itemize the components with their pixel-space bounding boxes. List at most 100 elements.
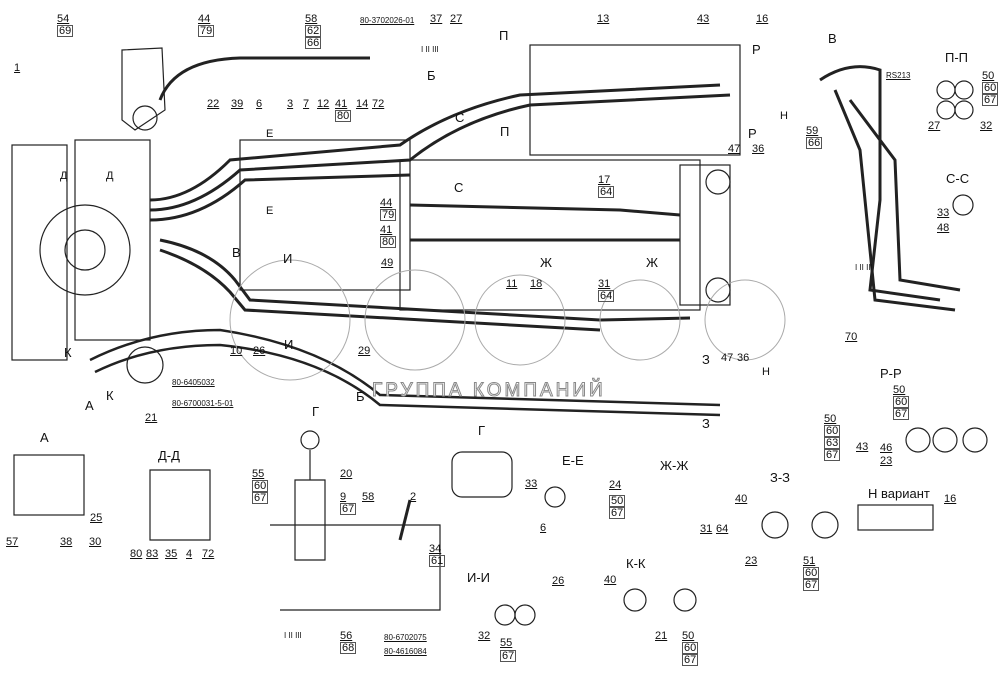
callout: 79 <box>198 25 215 37</box>
callout: 27 <box>928 120 941 132</box>
callout: 21 <box>145 412 158 424</box>
callout: 43 <box>697 13 710 25</box>
callout: 21 <box>655 630 668 642</box>
callout: 63 <box>824 437 841 449</box>
callout: 57 <box>6 536 19 548</box>
callout: 80 <box>335 110 352 122</box>
callout: 31 <box>700 523 713 535</box>
callout: 36 <box>737 352 750 364</box>
callout: 67 <box>682 654 699 666</box>
callout: 40 <box>604 574 617 586</box>
view-title: А <box>40 430 49 445</box>
section-mark: Е <box>266 128 274 140</box>
callout: 66 <box>806 137 823 149</box>
callout: 50 <box>982 70 995 82</box>
callout: 51 <box>803 555 816 567</box>
callout: 59 <box>806 125 819 137</box>
callout: 9 <box>340 491 347 503</box>
section-title: Е-Е <box>562 453 584 468</box>
section-mark: Р <box>752 42 761 57</box>
gearbox-housing <box>11 144 68 361</box>
callout: 22 <box>207 98 220 110</box>
section-title: С-С <box>946 171 970 186</box>
section-mark: С <box>454 180 464 195</box>
callout: 16 <box>944 493 957 505</box>
section-title: П-П <box>945 50 969 65</box>
callout: 58 <box>362 491 375 503</box>
callout: 29 <box>358 345 371 357</box>
section-mark: Р <box>748 126 757 141</box>
pump-block <box>74 139 151 341</box>
callout: 50 <box>682 630 695 642</box>
watermark-text: ГРУППА КОМПАНИЙ <box>372 380 606 402</box>
callout: 62 <box>305 25 322 37</box>
callout: 67 <box>893 408 910 420</box>
callout: 33 <box>525 478 538 490</box>
callout: 14 <box>356 98 369 110</box>
callout: 55 <box>252 468 265 480</box>
section-mark: Ж <box>540 255 553 270</box>
callout: 44 <box>380 197 393 209</box>
callout: 4 <box>186 548 193 560</box>
callout: 60 <box>252 480 269 492</box>
section-mark: К <box>106 388 114 403</box>
section-mark: Е <box>266 205 274 217</box>
callout: 60 <box>682 642 699 654</box>
view-mark: Н <box>780 110 788 122</box>
callout: 6 <box>256 98 263 110</box>
view-mark: В <box>232 245 241 260</box>
callout: 30 <box>89 536 102 548</box>
hose-marks: I II III <box>284 631 302 640</box>
callout: 68 <box>340 642 357 654</box>
section-mark: С <box>455 110 465 125</box>
callout: 26 <box>552 575 565 587</box>
section-mark: П <box>500 124 510 139</box>
section-title: Ж-Ж <box>660 458 689 473</box>
callout: 64 <box>598 186 615 198</box>
callout: 23 <box>745 555 758 567</box>
callout: 10 <box>230 345 243 357</box>
callout: 61 <box>429 555 446 567</box>
view-mark: А <box>85 398 94 413</box>
section-title: К-К <box>626 556 646 571</box>
callout: 24 <box>609 479 622 491</box>
callout: 32 <box>980 120 993 132</box>
section-mark: Ж <box>646 255 659 270</box>
hose-marks: I II III <box>855 263 873 272</box>
callout: 60 <box>982 82 999 94</box>
callout: 6 <box>540 522 547 534</box>
callout: 17 <box>598 174 611 186</box>
view-title: Г <box>478 423 486 438</box>
section-mark: И <box>283 251 293 266</box>
callout: 70 <box>845 331 858 343</box>
section-mark: З <box>702 416 710 431</box>
section-title: Д-Д <box>158 448 180 463</box>
callout: 36 <box>752 143 765 155</box>
callout: 44 <box>198 13 211 25</box>
callout: 1 <box>14 62 21 74</box>
callout: 60 <box>893 396 910 408</box>
callout: 69 <box>57 25 74 37</box>
part-number: 80-6700031-5-01 <box>172 399 234 408</box>
callout: 72 <box>372 98 385 110</box>
callout: 47 <box>721 352 734 364</box>
bracket <box>121 47 166 131</box>
callout: 47 <box>728 143 741 155</box>
callout: 27 <box>450 13 463 25</box>
callout: 64 <box>598 290 615 302</box>
callout: 80 <box>130 548 143 560</box>
callout: 67 <box>500 650 517 662</box>
part-number: 80-6405032 <box>172 378 215 387</box>
view-mark: Б <box>356 389 365 404</box>
view-mark: Г <box>312 404 320 419</box>
callout: 16 <box>756 13 769 25</box>
callout: 56 <box>340 630 353 642</box>
callout: 2 <box>410 491 417 503</box>
callout: 38 <box>60 536 73 548</box>
callout: 67 <box>252 492 269 504</box>
callout: 32 <box>478 630 491 642</box>
callout: 18 <box>530 278 543 290</box>
section-mark: Д <box>60 170 68 182</box>
callout: 54 <box>57 13 70 25</box>
